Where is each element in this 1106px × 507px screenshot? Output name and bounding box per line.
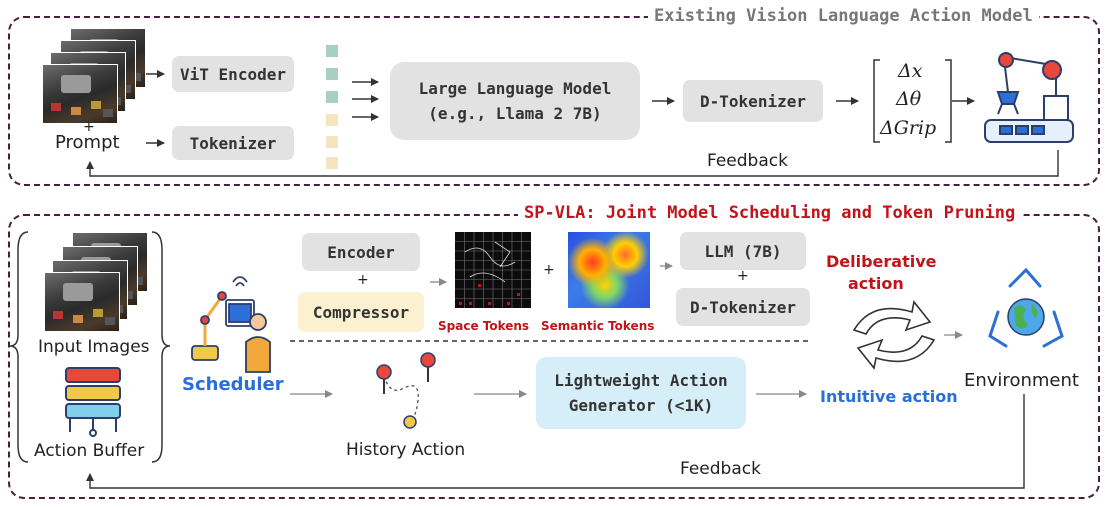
environment-label: Environment [964,370,1079,391]
action-buffer-label: Action Buffer [34,441,145,461]
llm-line2: (e.g., Llama 2 7B) [428,104,602,123]
input-images-label: Input Images [38,337,150,357]
bottom-panel-title: SP-VLA: Joint Model Scheduling and Token… [518,203,1022,223]
top-feedback-label: Feedback [707,151,788,171]
top-arrows [86,70,1059,177]
lightweight-line1: Lightweight Action [554,371,728,390]
space-tokens-label: Space Tokens [438,319,530,333]
plus-encoder-compressor: + [357,272,369,288]
space-tokens-grid [455,232,531,308]
semantic-tokens-image [568,232,650,308]
llm-line1: Large Language Model [418,79,612,98]
history-path-icon [376,352,436,429]
input-brace [9,231,171,463]
compressor-box: Compressor [298,292,424,332]
plus-space-semantic: + [543,262,555,278]
bottom-dtokenizer-box: D-Tokenizer [676,288,810,326]
history-action-label: History Action [346,440,466,460]
top-panel-title: Existing Vision Language Action Model [648,6,1039,26]
prompt-plus: + [83,119,95,135]
top-panel [8,16,1100,186]
llm-box: Large Language Model (e.g., Llama 2 7B) [390,62,640,140]
cycle-arrows-icon [852,300,936,370]
bottom-arrows [290,262,963,398]
top-tokenizer-box: Tokenizer [172,126,294,160]
action-vector-brackets [873,59,952,143]
encoder-box: Encoder [302,233,420,271]
semantic-tokens-label: Semantic Tokens [541,319,655,333]
action-dgrip: ΔGrip [880,117,937,139]
intuitive-action-label: Intuitive action [820,387,958,406]
deliberative-line2: action [848,274,904,293]
space-tokens-image [455,232,531,308]
vit-encoder-box: ViT Encoder [172,56,294,92]
lightweight-generator-box: Lightweight Action Generator (<1K) [536,357,746,429]
server-rack-icon [65,367,121,437]
robot-arm-icon [984,52,1074,143]
deliberative-line1: Deliberative [826,252,937,271]
recycle-earth-icon [988,267,1064,348]
action-dx: Δx [898,60,923,82]
robot-scientist-icon [191,276,271,373]
action-dtheta: Δθ [896,88,922,110]
bottom-feedback-label: Feedback [680,459,761,479]
scheduler-label: Scheduler [182,374,284,395]
llm-7b-box: LLM (7B) [680,232,806,270]
prompt-label: Prompt [55,132,120,153]
lightweight-line2: Generator (<1K) [568,396,714,415]
plus-llm-dtokenizer: + [737,268,749,284]
bottom-feedback-arrow [86,394,1025,489]
top-dtokenizer-box: D-Tokenizer [683,80,823,122]
